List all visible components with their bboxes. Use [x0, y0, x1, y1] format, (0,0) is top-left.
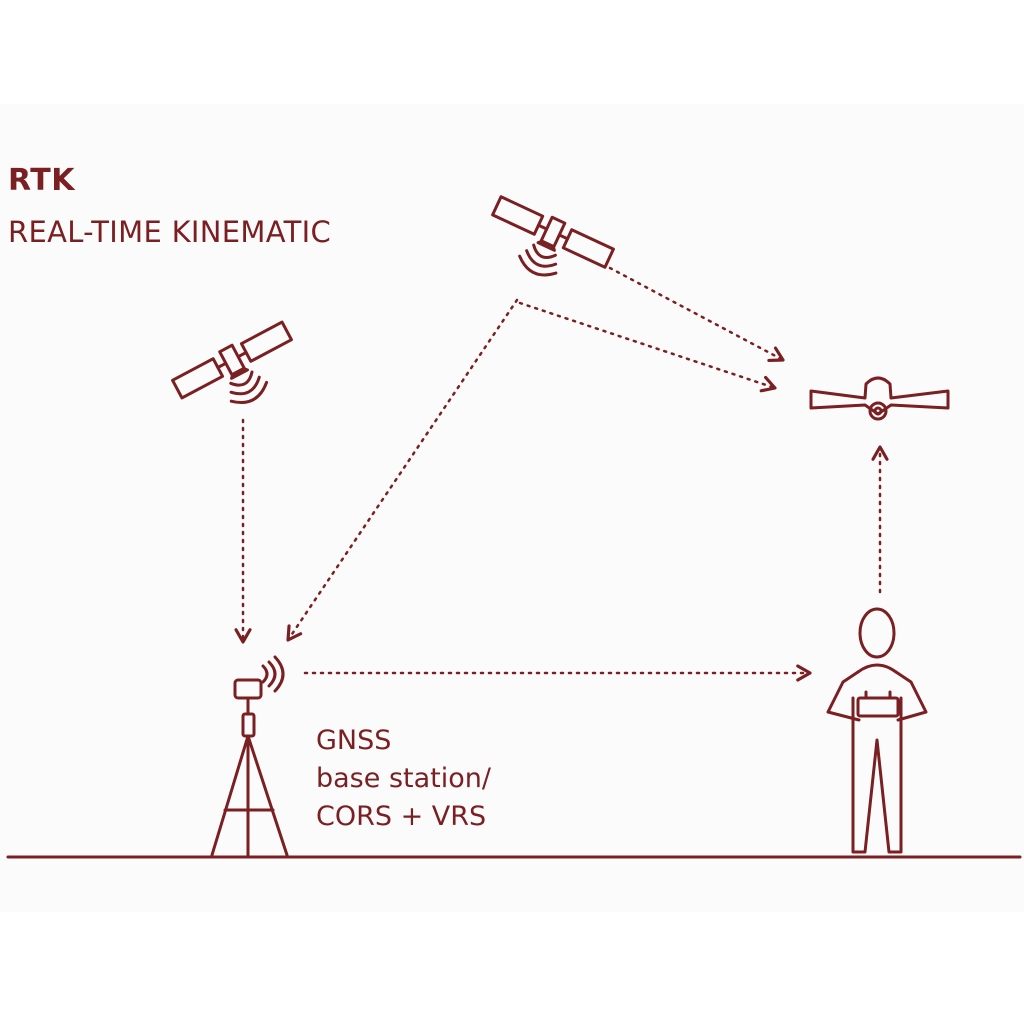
signal-sat-top-to-drone-2	[518, 301, 777, 393]
page-subtitle: REAL-TIME KINEMATIC	[8, 215, 332, 249]
base-station-label-line-2: base station/	[316, 763, 491, 794]
base-station-label-line-1: GNSS	[316, 725, 392, 756]
gnss-tripod-icon	[210, 655, 289, 857]
signal-sat-top-to-base	[286, 298, 519, 642]
base-station-label-line-3: CORS + VRS	[316, 801, 487, 832]
operator-icon	[826, 607, 928, 854]
fixed-wing-drone-icon	[809, 376, 950, 421]
signal-sat-top-to-drone-1	[608, 266, 785, 363]
satellite-icon	[171, 320, 293, 404]
satellite-icon	[491, 195, 615, 277]
page-title: RTK	[8, 163, 75, 198]
base-station-label: GNSS base station/ CORS + VRS	[316, 722, 491, 836]
